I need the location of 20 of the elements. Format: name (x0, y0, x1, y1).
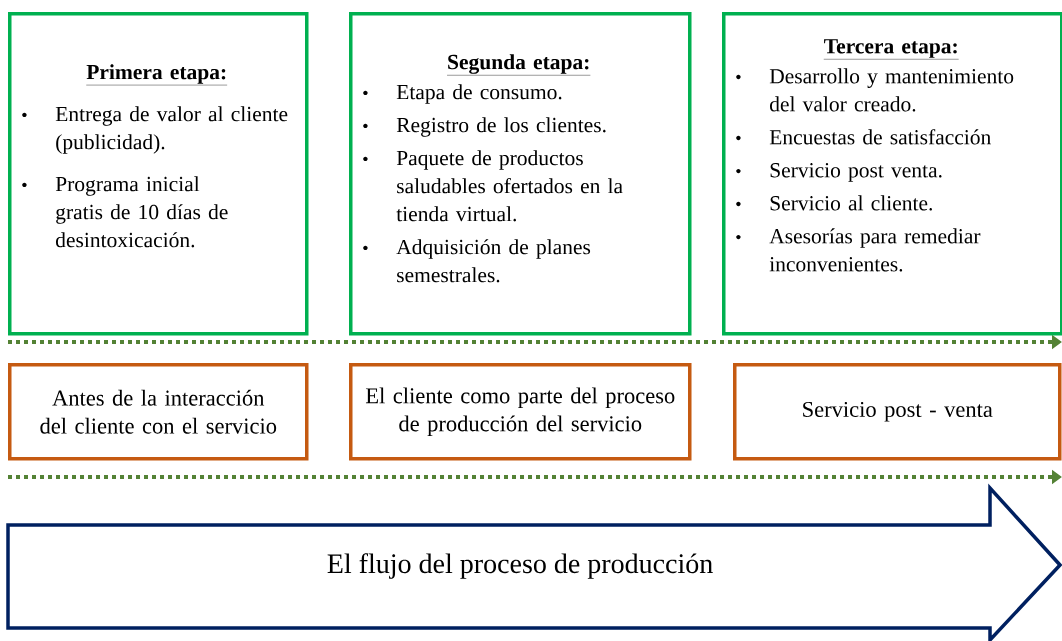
bullet-item: Paquete de productos saludables ofertados en la tienda virtual. (363, 150, 623, 222)
phase-box: Servicio post - venta (733, 363, 1062, 461)
stage-heading: Segunda etapa: (446, 54, 591, 76)
bullet-item: Encuestas de satisfacción (736, 129, 991, 145)
phase-box: Antes de la interacción del cliente con el servicio (8, 363, 309, 461)
bullet-item: Registro de los clientes. (363, 117, 606, 137)
stage-heading: Tercera etapa: (823, 39, 959, 60)
stage-box (722, 12, 1062, 336)
stage-box (8, 12, 309, 336)
bullet-item: Programa inicial gratis de 10 días de desintoxicación. (22, 176, 228, 248)
bullet-item: Desarrollo y mantenimiento del valor creado. (736, 68, 1014, 112)
bullet-item: Adquisición de planes semestrales. (363, 239, 591, 283)
bullet-item: Servicio al cliente. (736, 195, 932, 211)
phase-box: El cliente como parte del proceso de producción del servicio (349, 363, 692, 461)
stage-heading: Primera etapa: (86, 64, 228, 86)
bullet-item: Etapa de consumo. (363, 84, 562, 104)
stage-box (349, 12, 692, 336)
bullet-item: Servicio post venta. (736, 163, 942, 182)
bullet-item: Asesorías para remediar inconvenientes. (736, 228, 981, 272)
bullet-item: Entrega de valor al cliente (publicidad). (22, 106, 288, 154)
